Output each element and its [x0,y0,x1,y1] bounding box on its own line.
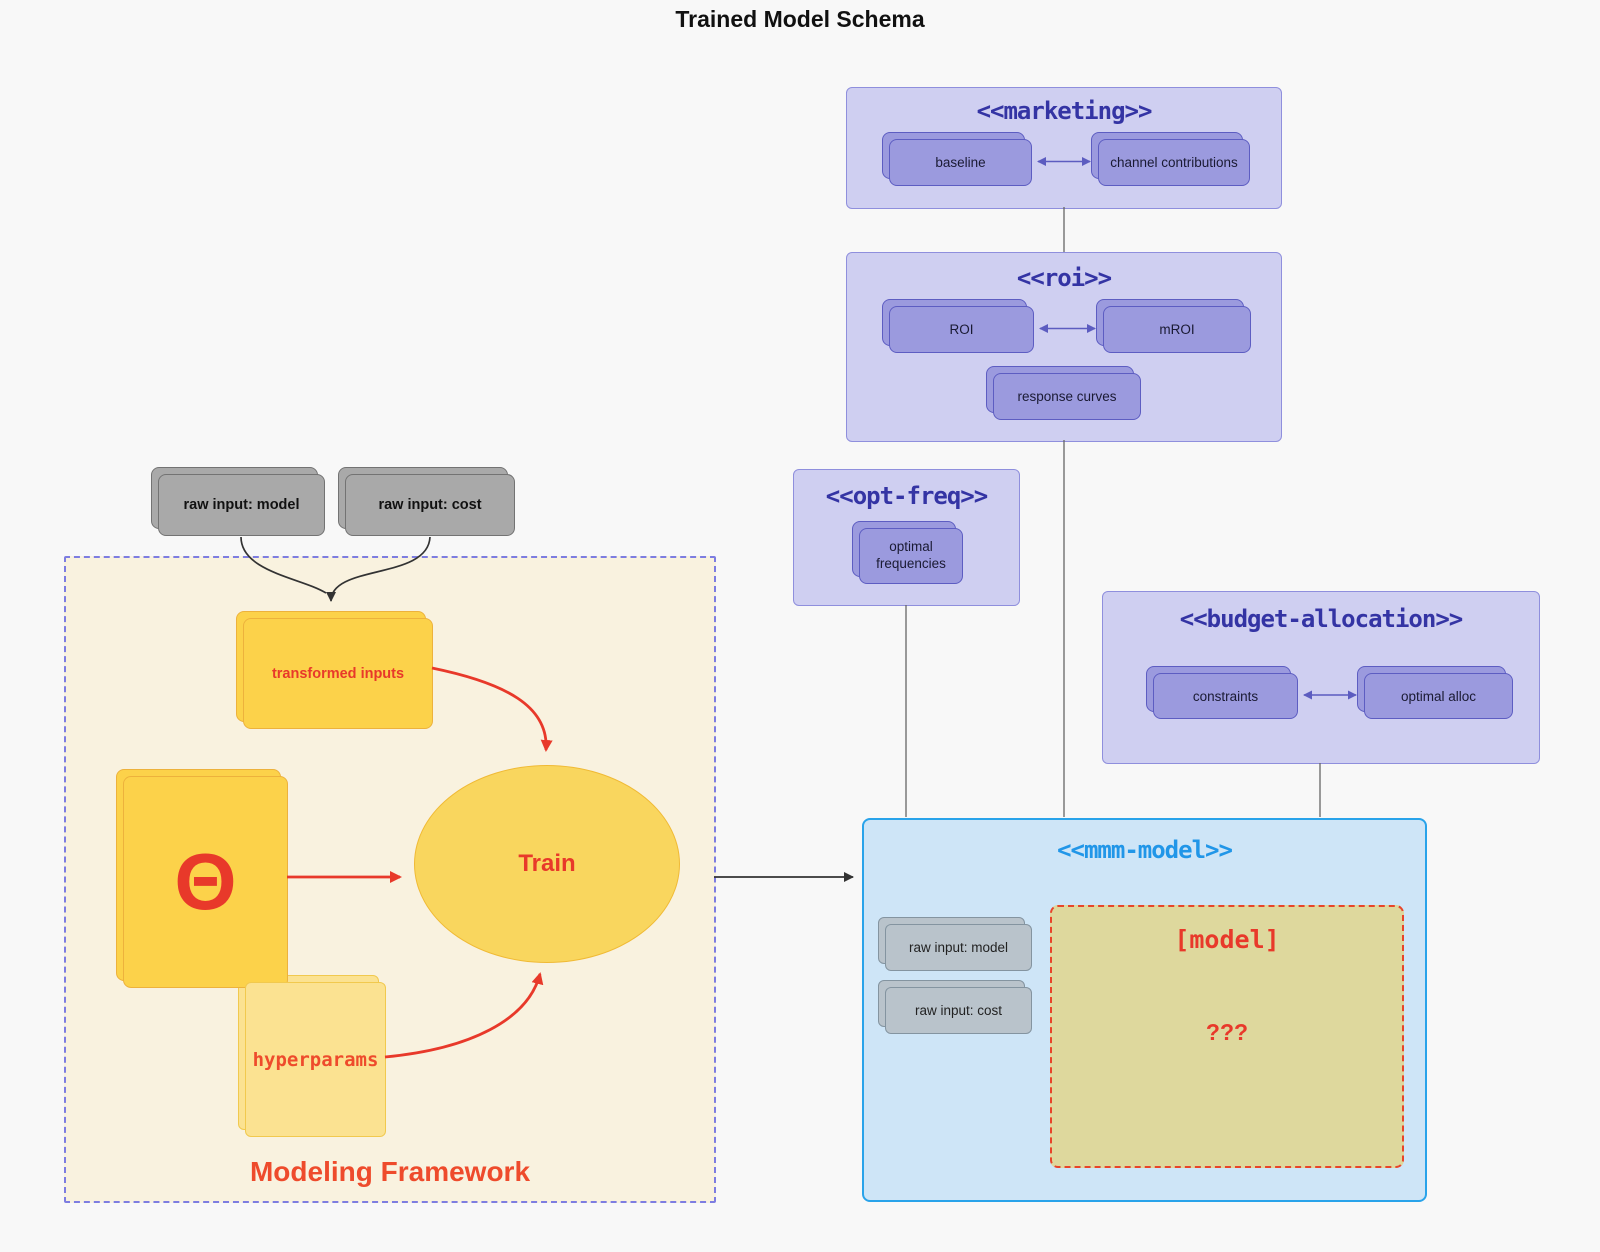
budget-allocation-label: <<budget-allocation>> [1179,605,1463,633]
optimal-alloc-node: optimal alloc [1364,673,1513,719]
transformed-inputs-node: transformed inputs [243,618,433,729]
opt-freq-container: <<opt-freq>> optimal frequencies [793,469,1020,606]
modeling-framework-container: transformed inputs Θ Train hyperparams M… [64,556,716,1203]
optimal-frequencies-node: optimal frequencies [859,528,963,584]
train-node: Train [414,765,680,963]
raw-input-cost-label: raw input: cost [378,497,482,513]
raw-input-model-node: raw input: model [158,474,325,536]
optimal-alloc-node-label: optimal alloc [1400,688,1477,704]
mmm-raw-input-cost-node: raw input: cost [885,987,1032,1034]
mmm-model-container: <<mmm-model>> raw input: model raw input… [862,818,1427,1202]
model-unknown-label: ??? [1205,1019,1249,1045]
channel-contributions-node-label: channel contributions [1110,155,1238,170]
response-curves-node-label: response curves [1017,389,1117,404]
transformed-inputs-node-label: transformed inputs [271,665,405,682]
mroi-node-label: mROI [1159,322,1195,337]
roi-node: ROI [889,306,1034,353]
response-curves-node: response curves [993,373,1141,420]
hyperparams-node-label: hyperparams [252,1048,379,1071]
roi-label: <<roi>> [1016,264,1112,292]
baseline-node: baseline [889,139,1032,186]
mmm-raw-input-cost-label: raw input: cost [914,1003,1003,1018]
roi-node-label: ROI [949,322,974,337]
modeling-framework-label: Modeling Framework [249,1156,531,1187]
channel-contributions-node: channel contributions [1098,139,1250,186]
diagram-title: Trained Model Schema [675,6,925,32]
mmm-raw-input-model-node: raw input: model [885,924,1032,971]
mroi-node: mROI [1103,306,1251,353]
constraints-node: constraints [1153,673,1298,719]
mmm-model-label: <<mmm-model>> [1057,836,1233,864]
roi-container: <<roi>> ROI mROI response curves [846,252,1282,442]
budget-allocation-container: <<budget-allocation>> constraints optima… [1102,591,1540,764]
hyperparams-node: hyperparams [245,982,386,1137]
raw-input-cost-node: raw input: cost [345,474,515,536]
baseline-node-label: baseline [935,155,986,170]
marketing-container: <<marketing>> baseline channel contribut… [846,87,1282,209]
theta-node: Θ [123,776,288,988]
optimal-frequencies-node-label: optimal frequencies [876,539,946,571]
theta-symbol: Θ [174,837,237,926]
constraints-node-label: constraints [1192,688,1259,704]
model-placeholder-box: [model] ??? [1050,905,1404,1168]
opt-freq-label: <<opt-freq>> [825,482,988,510]
train-node-label: Train [518,850,576,877]
raw-input-model-label: raw input: model [183,497,300,513]
marketing-label: <<marketing>> [976,97,1153,125]
model-placeholder-label: [model] [1174,925,1280,954]
mmm-raw-input-model-label: raw input: model [908,940,1009,955]
